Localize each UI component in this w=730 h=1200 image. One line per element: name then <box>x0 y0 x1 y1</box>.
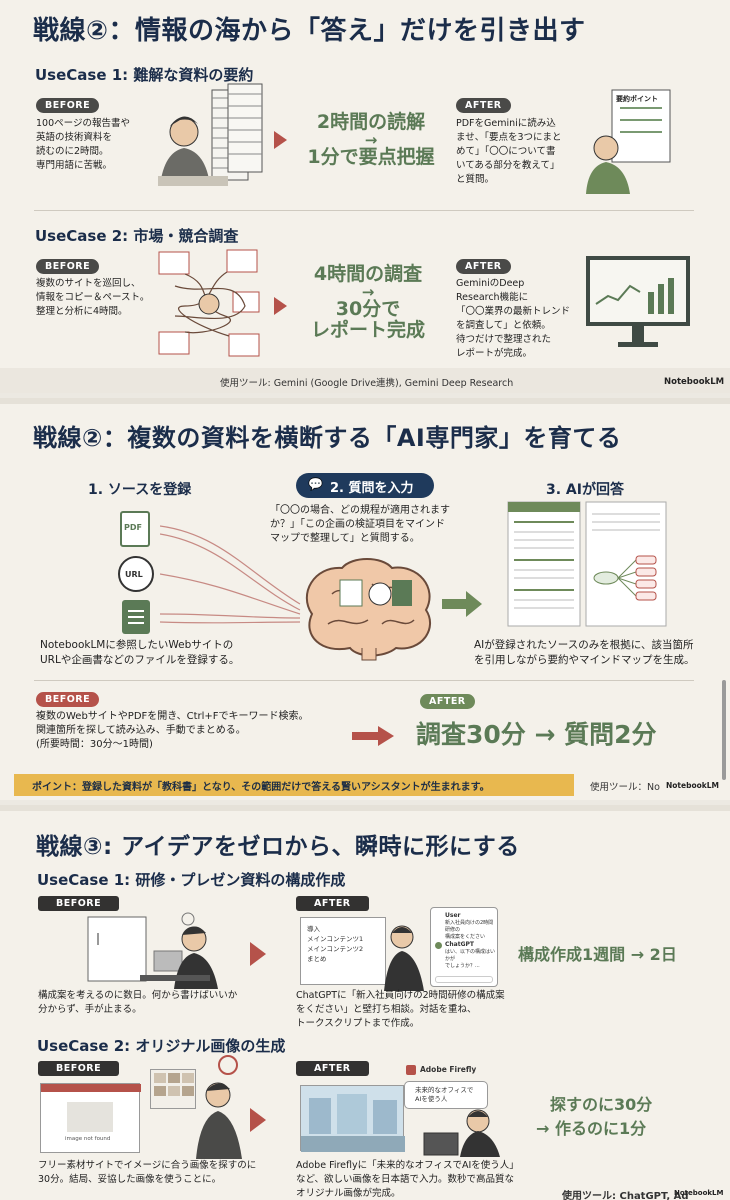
slide-outline-card: 導入 メインコンテンツ1 メインコンテンツ2 まとめ <box>300 917 386 985</box>
before-text: フリー素材サイトでイメージに合う画像を探すのに 30分。結局、妥協した画像を使う… <box>38 1160 257 1185</box>
slide-3-title: 戦線③: アイデアをゼロから、瞬時に形にする <box>36 834 520 860</box>
slide-2: 戦線②：複数の資料を横断する「AI専門家」を育てる 1. ソースを登録 💬 2.… <box>0 398 730 800</box>
summary-document-illustration <box>586 89 671 194</box>
usecase-2-result: 探すのに30分 → 作るのに1分 <box>536 1095 653 1138</box>
after-label: AFTER <box>296 1061 369 1076</box>
pdf-file-icon: PDF <box>120 511 150 547</box>
before-label: BEFORE <box>38 1061 120 1076</box>
summary-doc-label: 要約ポイント <box>616 95 658 103</box>
arrow-right <box>250 942 266 966</box>
usecase-1-result: 2時間の読解 → 1分で要点把握 <box>307 111 435 168</box>
before-label: BEFORE <box>36 98 100 113</box>
scrollbar-thumb[interactable] <box>722 680 726 780</box>
usecase-2-heading: UseCase 2: オリジナル画像の生成 <box>37 1037 286 1055</box>
person-at-laptop-illustration <box>423 1109 500 1157</box>
after-text: ChatGPTに「新入社員向けの2時間研修の構成案 をください」と壁打ち相談。対… <box>296 990 505 1029</box>
before-text: 複数のサイトを巡回し、 情報をコピー＆ペースト。 整理と分析に4時間。 <box>36 278 150 317</box>
after-label: AFTER <box>456 98 511 113</box>
firefly-prompt-bubble: 未来的なオフィスで AIを使う人 <box>404 1081 488 1109</box>
footer-bar <box>0 368 730 393</box>
slide-1-title: 戦線②：情報の海から「答え」だけを引き出す <box>33 16 586 46</box>
question-text: 「〇〇の場合、どの規程が適用されます か？」「この企画の検証項目をマインド マッ… <box>270 505 450 544</box>
usecase-1-heading: UseCase 1: 研修・プレゼン資料の構成作成 <box>37 871 346 889</box>
slide-1: 戦線②：情報の海から「答え」だけを引き出す UseCase 1: 難解な資料の要… <box>0 0 730 393</box>
after-label: AFTER <box>296 896 369 911</box>
green-arrow-icon <box>442 591 482 617</box>
step-1-heading: 1. ソースを登録 <box>88 482 192 498</box>
brand-label: NotebookLM <box>666 781 720 790</box>
red-arrow-icon <box>352 726 394 746</box>
source-connection-lines <box>160 525 301 624</box>
before-label: BEFORE <box>36 692 100 707</box>
after-text: Adobe Fireflyに「未来的なオフィスでAIを使う人」 など、欲しい画像… <box>296 1160 519 1199</box>
blank-document-person-illustration <box>87 912 218 989</box>
brand-label: NotebookLM <box>664 377 725 387</box>
stressed-reader-illustration <box>158 83 263 186</box>
usecase-2-result: 4時間の調査 → 30分で レポート完成 <box>310 263 425 341</box>
brand-label: NotebookLM <box>674 1189 724 1197</box>
chat-bubble-icon: 💬 <box>308 477 323 491</box>
after-text: PDFをGeminiに読み込 ませ、「要点を3つにまと めて」「〇〇について書 … <box>456 118 562 185</box>
before-label: BEFORE <box>38 896 120 911</box>
before-text: 100ページの報告書や 英語の技術資料を 読むのに2時間。 専門用語に苦戦。 <box>36 118 130 171</box>
arrow-right <box>274 131 287 149</box>
divider <box>34 680 694 681</box>
arrow-right <box>274 297 287 315</box>
slide-2-title: 戦線②：複数の資料を横断する「AI専門家」を育てる <box>33 424 622 452</box>
step-3-heading: 3. AIが回答 <box>546 482 624 498</box>
document-file-icon <box>122 600 150 634</box>
tool-footer: 使用ツール: ChatGPT, Ad <box>562 1191 689 1200</box>
usecase-1-heading: UseCase 1: 難解な資料の要約 <box>35 66 254 84</box>
tangled-research-illustration <box>158 249 260 357</box>
chat-window: User 新入社員向けの2時間研修の 構成案をください ChatGPT はい、以… <box>430 907 498 987</box>
point-bar: ポイント：登録した資料が「教科書」となり、その範囲だけで答える賢いアシスタントが… <box>14 774 574 796</box>
firefly-icon <box>406 1065 416 1075</box>
generated-office-image <box>300 1085 405 1152</box>
ai-answer-illustration <box>507 501 667 627</box>
stock-photo-grid <box>150 1069 196 1109</box>
image-placeholder-icon <box>67 1102 113 1132</box>
person-at-laptop-illustration <box>384 925 424 991</box>
usecase-1-result: 構成作成1週間 → 2日 <box>518 945 677 964</box>
before-text: 複数のWebサイトやPDFを開き、Ctrl+Fでキーワード検索。 関連箇所を探し… <box>36 711 309 750</box>
after-text: GeminiのDeep Research機能に 「〇〇業界の最新トレンド を調査… <box>456 278 571 359</box>
monitor-dashboard-illustration <box>586 256 690 347</box>
image-not-found-window: image not found <box>40 1083 141 1153</box>
after-label: AFTER <box>420 694 475 709</box>
tool-footer: 使用ツール：No <box>590 782 660 793</box>
arrow-right <box>250 1108 266 1132</box>
step-2-pill: 💬 2. 質問を入力 <box>296 473 434 498</box>
before-label: BEFORE <box>36 259 100 274</box>
after-result: 調査30分 → 質問2分 <box>416 720 657 749</box>
chatgpt-icon <box>435 942 442 949</box>
adobe-firefly-label: Adobe Firefly <box>406 1065 492 1077</box>
usecase-2-heading: UseCase 2: 市場・競合調査 <box>35 227 239 245</box>
tool-footer: 使用ツール: Gemini (Google Drive連携), Gemini D… <box>220 378 514 389</box>
divider <box>34 210 694 211</box>
globe-url-icon: URL <box>118 556 154 592</box>
answer-description: AIが登録されたソースのみを根拠に、該当箇所 を引用しながら要約やマインドマップ… <box>474 639 695 666</box>
after-label: AFTER <box>456 259 511 274</box>
frustrated-person-illustration <box>196 1055 242 1159</box>
source-description: NotebookLMに参照したいWebサイトの URLや企画書などのファイルを登… <box>40 639 240 666</box>
slide-3: 戦線③: アイデアをゼロから、瞬時に形にする UseCase 1: 研修・プレゼ… <box>0 805 730 1200</box>
brain-illustration <box>306 558 432 661</box>
before-text: 構成案を考えるのに数日。何から書けばいいか 分からず、手が止まる。 <box>38 990 238 1015</box>
